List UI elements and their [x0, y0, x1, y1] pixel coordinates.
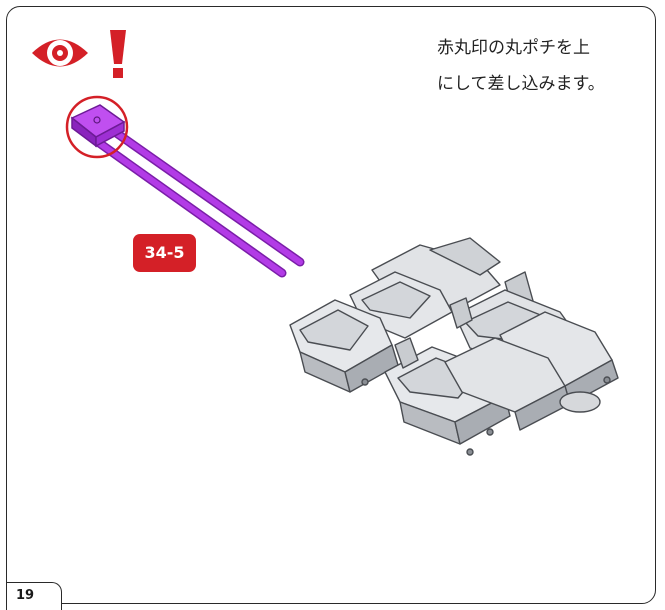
- instruction-line-1: 赤丸印の丸ポチを上: [437, 38, 590, 58]
- purple-rod-part-icon: [70, 104, 305, 278]
- eye-exclamation-icon: [30, 28, 130, 84]
- page-number-tab: [6, 582, 62, 610]
- part-label-badge: 34-5: [133, 234, 196, 272]
- page-frame: [6, 6, 656, 604]
- page-number: 19: [16, 588, 35, 603]
- instruction-line-2: にして差し込みます。: [437, 74, 605, 94]
- track-assembly-icon: [289, 237, 619, 456]
- highlight-circle: [65, 95, 129, 159]
- instruction-text: 赤丸印の丸ポチを上 にして差し込みます。: [437, 30, 652, 102]
